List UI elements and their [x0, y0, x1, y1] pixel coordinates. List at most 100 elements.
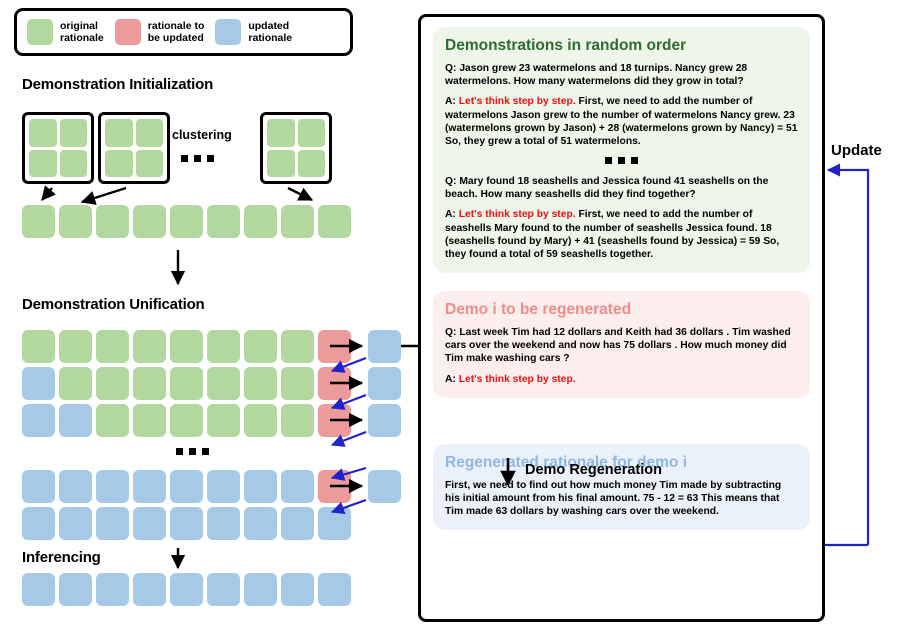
- tile-blue: [244, 507, 277, 540]
- tile-blue: [207, 507, 240, 540]
- tile-green: [96, 205, 129, 238]
- tile-green: [170, 330, 203, 363]
- tile-red: [318, 330, 351, 363]
- update-label: Update: [831, 142, 882, 159]
- tile-green: [207, 205, 240, 238]
- cluster-cell: [59, 119, 87, 147]
- demo-2-a-prefix: A:: [445, 209, 459, 221]
- arrow-cluster3-to-row: [287, 186, 314, 202]
- regenerated-body: First, we need to find out how much mone…: [445, 479, 782, 518]
- tile-blue: [59, 507, 92, 540]
- demo-1-a-prefix: A:: [445, 96, 459, 108]
- tile-blue: [133, 507, 166, 540]
- tile-row-unification-2: [22, 367, 351, 400]
- tile-blue: [96, 573, 129, 606]
- tile-row-unification-5: [22, 507, 351, 540]
- tile-blue: [96, 507, 129, 540]
- cluster-cell: [135, 149, 163, 177]
- tile-green: [22, 330, 55, 363]
- tile-green: [170, 404, 203, 437]
- cluster-box-2: [98, 112, 170, 184]
- cluster-cell: [297, 119, 325, 147]
- demo-i-answer: A: Let's think step by step.: [445, 373, 798, 386]
- tile-blue: [59, 573, 92, 606]
- tile-green: [96, 404, 129, 437]
- tile-row-inferencing: [22, 573, 351, 606]
- cluster-cell: [135, 119, 163, 147]
- legend-swatch-red: [114, 19, 141, 45]
- demo-1-q-text: Jason grew 23 watermelons and 18 turnips…: [445, 63, 748, 88]
- regenerated-card: Regenerated rationale for demo i First, …: [433, 443, 810, 531]
- tile-row-initialization: [22, 205, 351, 238]
- cluster-cell: [29, 119, 57, 147]
- tile-blue: [22, 367, 55, 400]
- tile-green: [133, 367, 166, 400]
- demo-2-answer: A: Let's think step by step. First, we n…: [445, 208, 798, 261]
- tile-blue: [22, 470, 55, 503]
- section-title-initialization: Demonstration Initialization: [22, 76, 214, 93]
- arrow-cluster2-to-row: [80, 186, 127, 205]
- side-tile-4: [368, 470, 401, 503]
- tile-green: [281, 404, 314, 437]
- tile-green: [133, 330, 166, 363]
- cluster-cell: [29, 149, 57, 177]
- tile-blue: [281, 573, 314, 606]
- clustering-label: clustering: [172, 128, 232, 142]
- tile-row-unification-1: [22, 330, 351, 363]
- side-tile-1: [368, 330, 401, 363]
- demo-regeneration-label: Demo Regeneration: [525, 462, 662, 478]
- tile-blue: [22, 404, 55, 437]
- ellipsis-demos: [445, 157, 798, 165]
- tile-blue: [207, 470, 240, 503]
- demo-i-card-title: Demo i to be regenerated: [445, 301, 632, 319]
- demo-i-a-prefix: A:: [445, 373, 459, 385]
- legend-label-original: original rationale: [60, 19, 104, 44]
- tile-blue: [318, 507, 351, 540]
- demo-i-q-text: Last week Tim had 12 dollars and Keith h…: [445, 327, 791, 365]
- tile-green: [207, 330, 240, 363]
- arrow-cluster1-to-row: [41, 185, 56, 201]
- legend-label-updated: updated rationale: [248, 19, 293, 44]
- demos-random-order-card: Demonstrations in random order Q: Jason …: [433, 27, 810, 274]
- tile-green: [207, 404, 240, 437]
- demo-i-card: Demo i to be regenerated Q: Last week Ti…: [433, 291, 810, 398]
- demo-1-q-prefix: Q:: [445, 63, 460, 74]
- demo-1-a-text: First, we need to add the number of wate…: [445, 96, 798, 147]
- tile-green: [170, 367, 203, 400]
- cluster-cell: [59, 149, 87, 177]
- ellipsis-unification: [176, 448, 209, 455]
- cluster-cell: [297, 149, 325, 177]
- tile-blue: [133, 470, 166, 503]
- tile-green: [244, 404, 277, 437]
- tile-blue: [281, 507, 314, 540]
- tile-red: [318, 404, 351, 437]
- legend-swatch-green: [27, 19, 53, 45]
- tile-blue: [96, 470, 129, 503]
- tile-green: [22, 205, 55, 238]
- tile-green: [244, 330, 277, 363]
- tile-green: [133, 404, 166, 437]
- cluster-cell: [267, 149, 295, 177]
- tile-blue: [170, 573, 203, 606]
- tile-green: [96, 330, 129, 363]
- regenerated-card-title: Regenerated rationale for demo i: [445, 453, 688, 471]
- legend: original rationale rationale to be updat…: [14, 8, 353, 56]
- right-panel: Demonstrations in random order Q: Jason …: [418, 14, 825, 622]
- demo-2-a-trigger: Let's think step by step.: [458, 209, 576, 221]
- ellipsis-clusters: [181, 155, 214, 162]
- tile-green: [59, 205, 92, 238]
- demos-card-title: Demonstrations in random order: [445, 37, 687, 54]
- legend-label-to-update: rationale to be updated: [147, 19, 205, 44]
- legend-item-original: original rationale: [27, 19, 104, 45]
- tile-blue: [318, 573, 351, 606]
- tile-green: [281, 205, 314, 238]
- demo-i-question: Q: Last week Tim had 12 dollars and Keit…: [445, 326, 798, 366]
- tile-blue: [170, 507, 203, 540]
- legend-swatch-blue: [215, 19, 242, 45]
- demo-i-q-prefix: Q:: [445, 327, 460, 339]
- cluster-cell: [105, 119, 133, 147]
- tile-blue: [244, 573, 277, 606]
- tile-blue: [133, 573, 166, 606]
- tile-green: [318, 205, 351, 238]
- legend-item-updated: updated rationale: [215, 19, 292, 45]
